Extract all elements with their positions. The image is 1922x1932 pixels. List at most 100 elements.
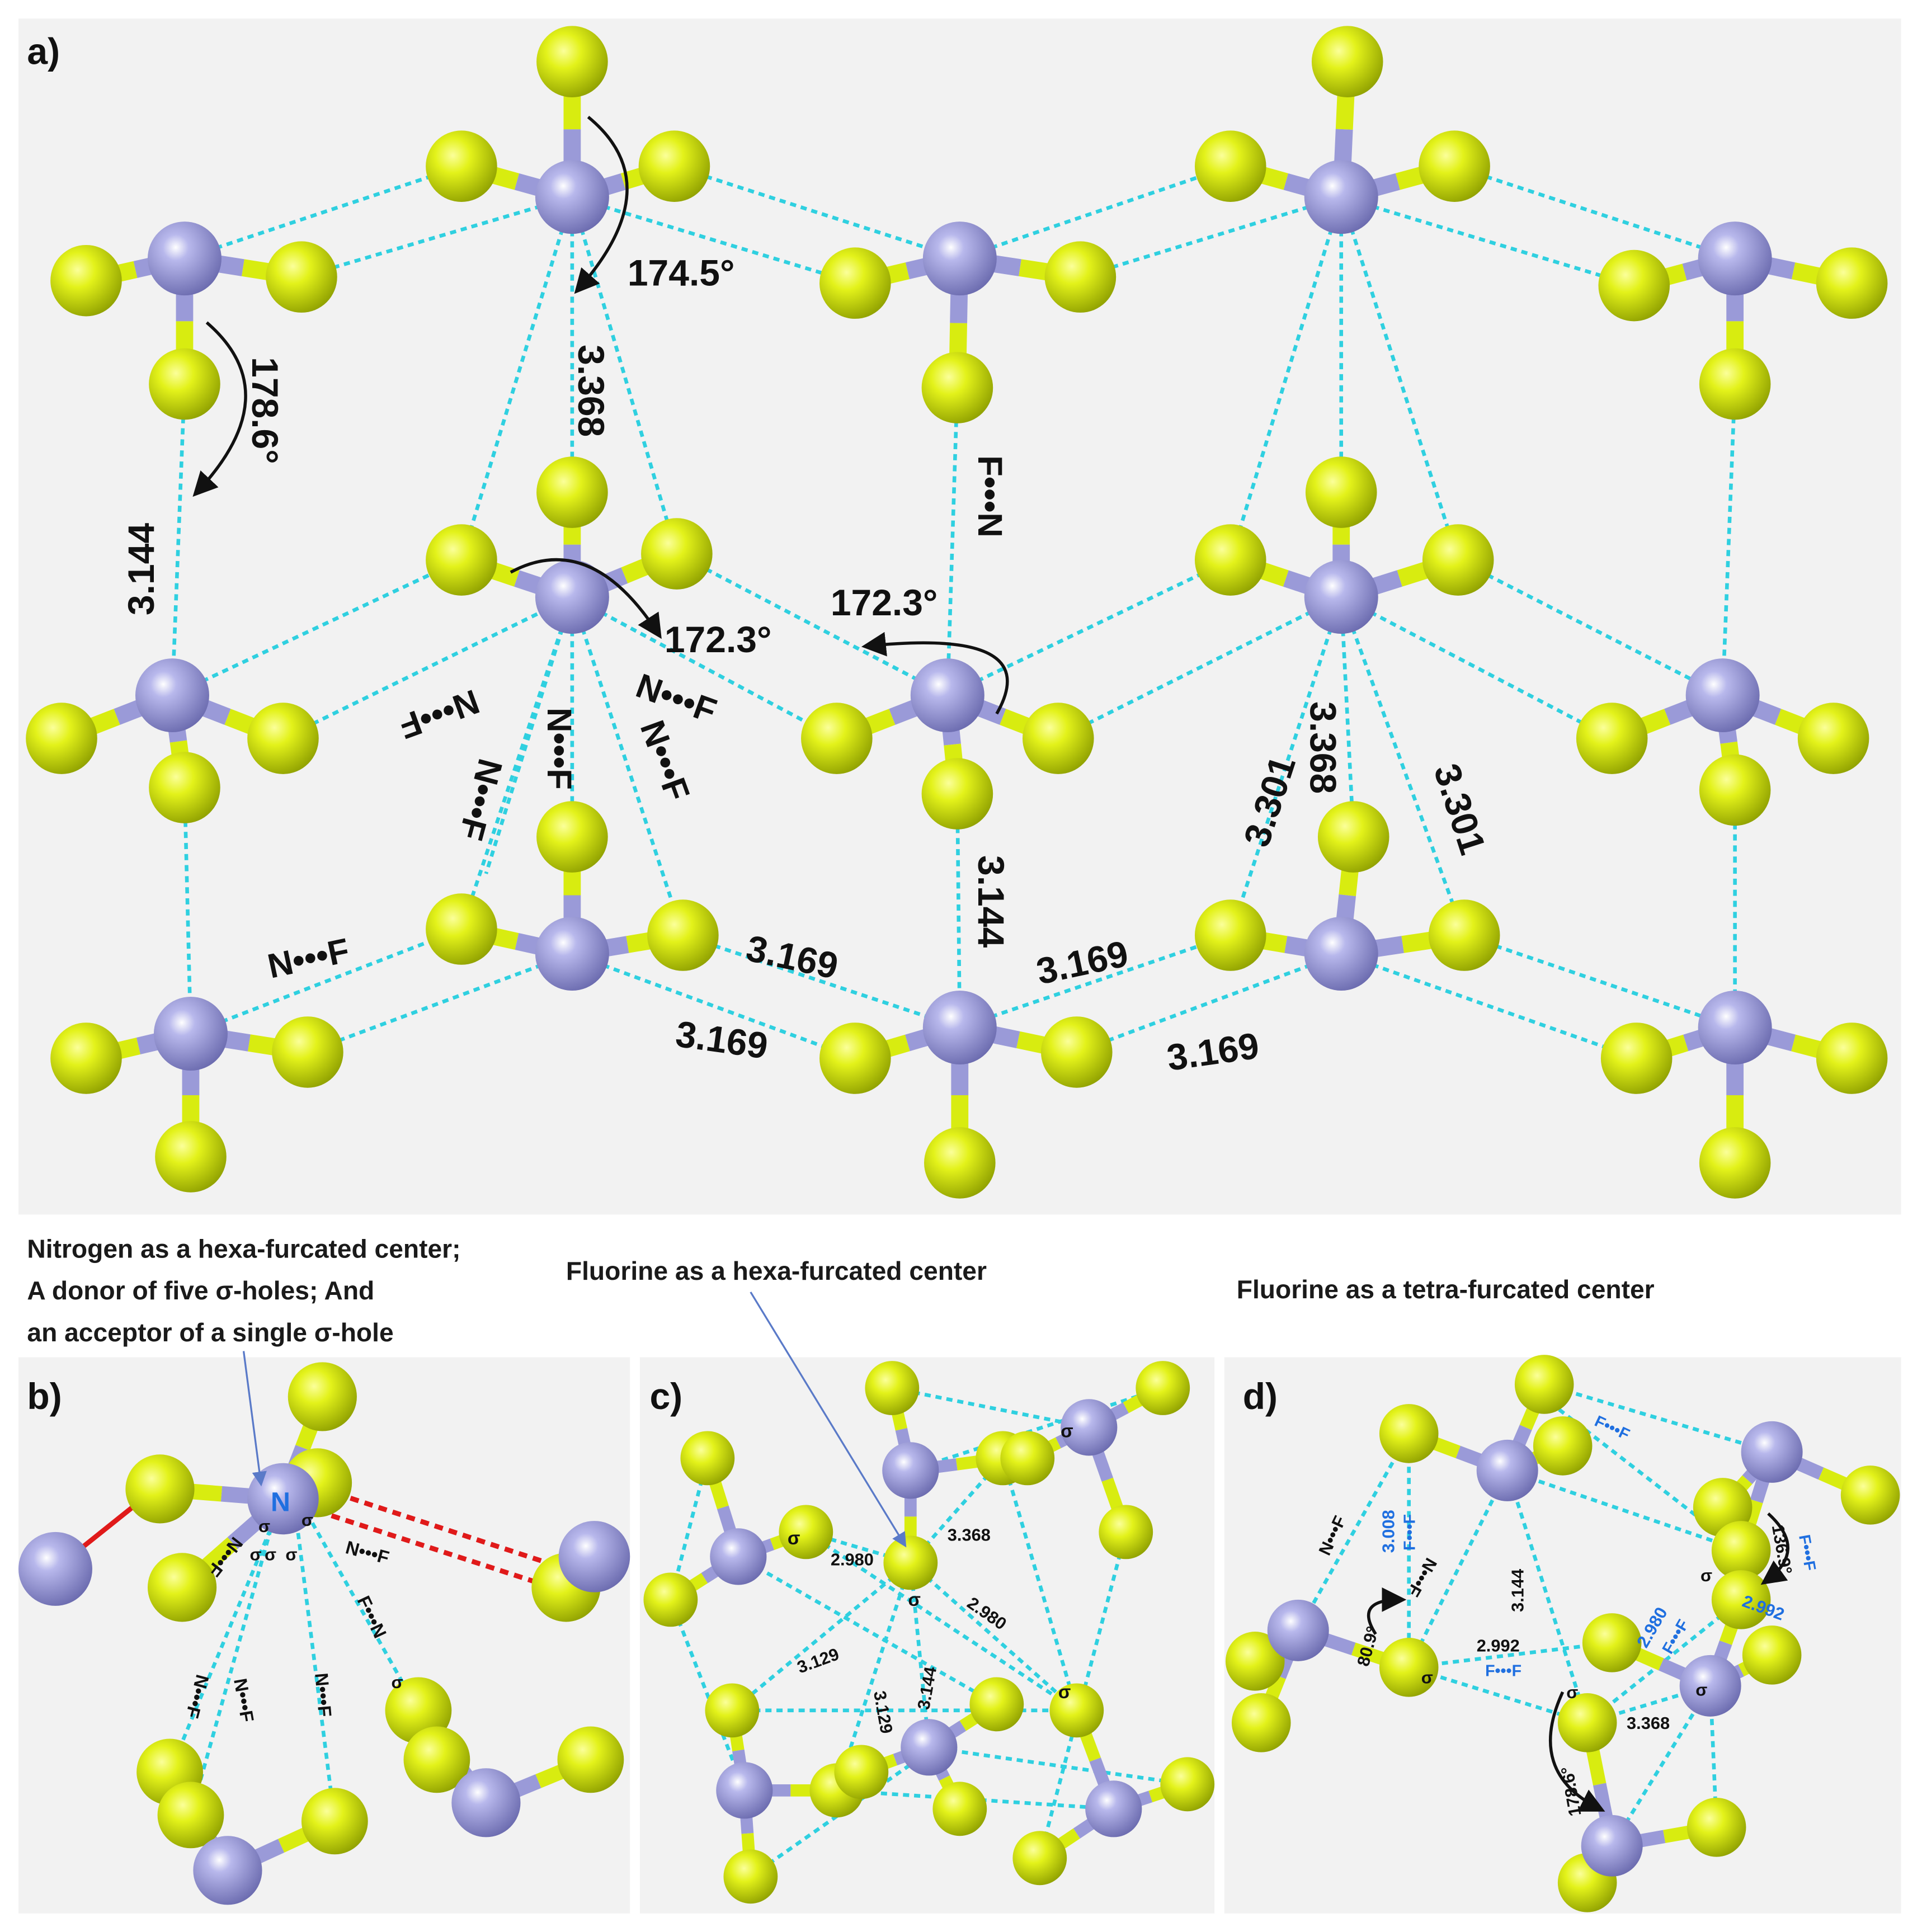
contact-line: [170, 384, 187, 696]
nitrogen-atom: [1061, 1399, 1118, 1456]
sigma-hole-label: σ: [285, 1544, 297, 1564]
nitrogen-atom: [710, 1528, 767, 1585]
fluorine-atom: [403, 1726, 470, 1793]
fluorine-atom: [1557, 1693, 1617, 1752]
contact-line: [1228, 596, 1343, 936]
panel-c-caption: Fluorine as a hexa-furcated center: [566, 1256, 987, 1285]
angle-arc: [861, 632, 1009, 715]
contact-line: [484, 596, 574, 874]
nitrogen-atom: [1741, 1421, 1803, 1483]
distance-label: 3.368: [1627, 1713, 1670, 1733]
nitrogen-atom: [153, 996, 228, 1071]
contact-line: [182, 787, 193, 1034]
fluorine-atom: [288, 1362, 357, 1431]
sigma-hole-label: σ: [265, 1544, 276, 1564]
contact-line: [1506, 1468, 1742, 1553]
panel-b-label: b): [27, 1375, 62, 1417]
fluorine-atom: [1040, 1016, 1113, 1088]
distance-label: 3.144: [120, 523, 162, 615]
contact-line: [459, 196, 574, 561]
contact-line: [301, 195, 573, 279]
fluorine-atom: [921, 352, 993, 423]
nitrogen-atom: [451, 1768, 521, 1837]
contact-line: [909, 1561, 1078, 1712]
contact-label: N•••F: [311, 1672, 336, 1718]
fluorine-atom: [1816, 247, 1888, 319]
fluorine-atom: [1816, 1022, 1888, 1094]
nitrogen-atom: [716, 1762, 773, 1819]
fluorine-atom: [1231, 1693, 1291, 1752]
contact-label: F•••F: [1401, 1514, 1419, 1551]
contact-line: [955, 794, 962, 1028]
fluorine-atom: [1576, 703, 1648, 774]
contact-line: [731, 1561, 912, 1712]
panel-d-caption: Fluorine as a tetra-furcated center: [1237, 1275, 1655, 1304]
nitrogen-atom: [1304, 560, 1378, 634]
distance-label: 3.368: [571, 345, 612, 437]
contact-line: [1057, 595, 1342, 740]
fluorine-atom: [819, 1022, 891, 1094]
contact-line: [1408, 1641, 1613, 1670]
angle-label: 178.6°: [244, 357, 286, 464]
distance-label: 2.980: [831, 1549, 874, 1569]
contact-line: [1080, 195, 1342, 279]
sigma-hole-label: σ: [1058, 1681, 1071, 1702]
nitrogen-atom: [922, 222, 997, 296]
contact-line: [1407, 1469, 1509, 1669]
fluorine-atom: [969, 1677, 1024, 1732]
panel-a-label: a): [27, 31, 60, 72]
distance-label: 3.144: [1508, 1569, 1527, 1612]
distance-label: 3.368: [1303, 701, 1344, 794]
nitrogen-atom: [1267, 1599, 1329, 1661]
nitrogen-atom: [193, 1836, 262, 1905]
contact-line: [171, 558, 463, 698]
contact-line: [682, 933, 960, 1030]
nitrogen-atom: [558, 1521, 630, 1592]
contact-line: [183, 164, 462, 261]
nitrogen-atom: [535, 917, 609, 991]
nitrogen-atom: [135, 658, 209, 733]
fluorine-atom: [680, 1431, 735, 1486]
contact-line: [570, 596, 685, 936]
fluorine-atom: [819, 247, 891, 319]
nitrogen-atom: [1679, 1655, 1741, 1717]
panel-b-caption-line: an acceptor of a single σ-hole: [27, 1318, 393, 1347]
fluorine-atom: [50, 1022, 122, 1094]
contact-line: [959, 164, 1231, 261]
contact-line: [1339, 196, 1460, 561]
fluorine-atom: [1598, 249, 1670, 322]
sigma-hole-label: σ: [1695, 1680, 1707, 1699]
fluorine-atom: [1699, 1127, 1771, 1199]
fluorine-atom: [1428, 899, 1500, 971]
distance-label: 3.144: [971, 855, 1012, 948]
fluorine-atom: [1533, 1416, 1593, 1476]
fluorine-atom: [647, 899, 719, 971]
sigma-hole-label: σ: [1061, 1421, 1073, 1441]
nitrogen-atom: [910, 658, 984, 733]
nitrogen-atom: [1476, 1439, 1538, 1501]
fluorine-atom: [426, 130, 497, 202]
fluorine-atom: [149, 752, 220, 823]
fluorine-atom: [1419, 130, 1490, 202]
fluorine-atom: [1711, 1570, 1771, 1629]
contact-line: [908, 1562, 931, 1748]
sigma-hole-label: σ: [250, 1544, 262, 1564]
fluorine-atom: [1797, 703, 1869, 774]
sigma-hole-label: σ: [302, 1510, 313, 1530]
fluorine-atom: [557, 1726, 624, 1793]
angle-arc: [1549, 1691, 1605, 1812]
contact-line: [959, 933, 1231, 1030]
nitrogen-label: N: [271, 1487, 290, 1517]
contact-line: [1454, 164, 1736, 261]
contact-line: [1339, 596, 1466, 936]
fluorine-atom: [1742, 1625, 1802, 1685]
contact-line: [1610, 1685, 1712, 1847]
sigma-hole-label: σ: [908, 1589, 921, 1610]
contact-line: [1457, 558, 1724, 697]
contact-line: [805, 1530, 1078, 1712]
caption-pointer-arrow: [750, 1292, 907, 1548]
fluorine-atom: [779, 1505, 833, 1559]
angle-arc: [1760, 1512, 1789, 1585]
fluorine-atom: [1044, 241, 1117, 313]
contact-line: [1463, 933, 1736, 1030]
